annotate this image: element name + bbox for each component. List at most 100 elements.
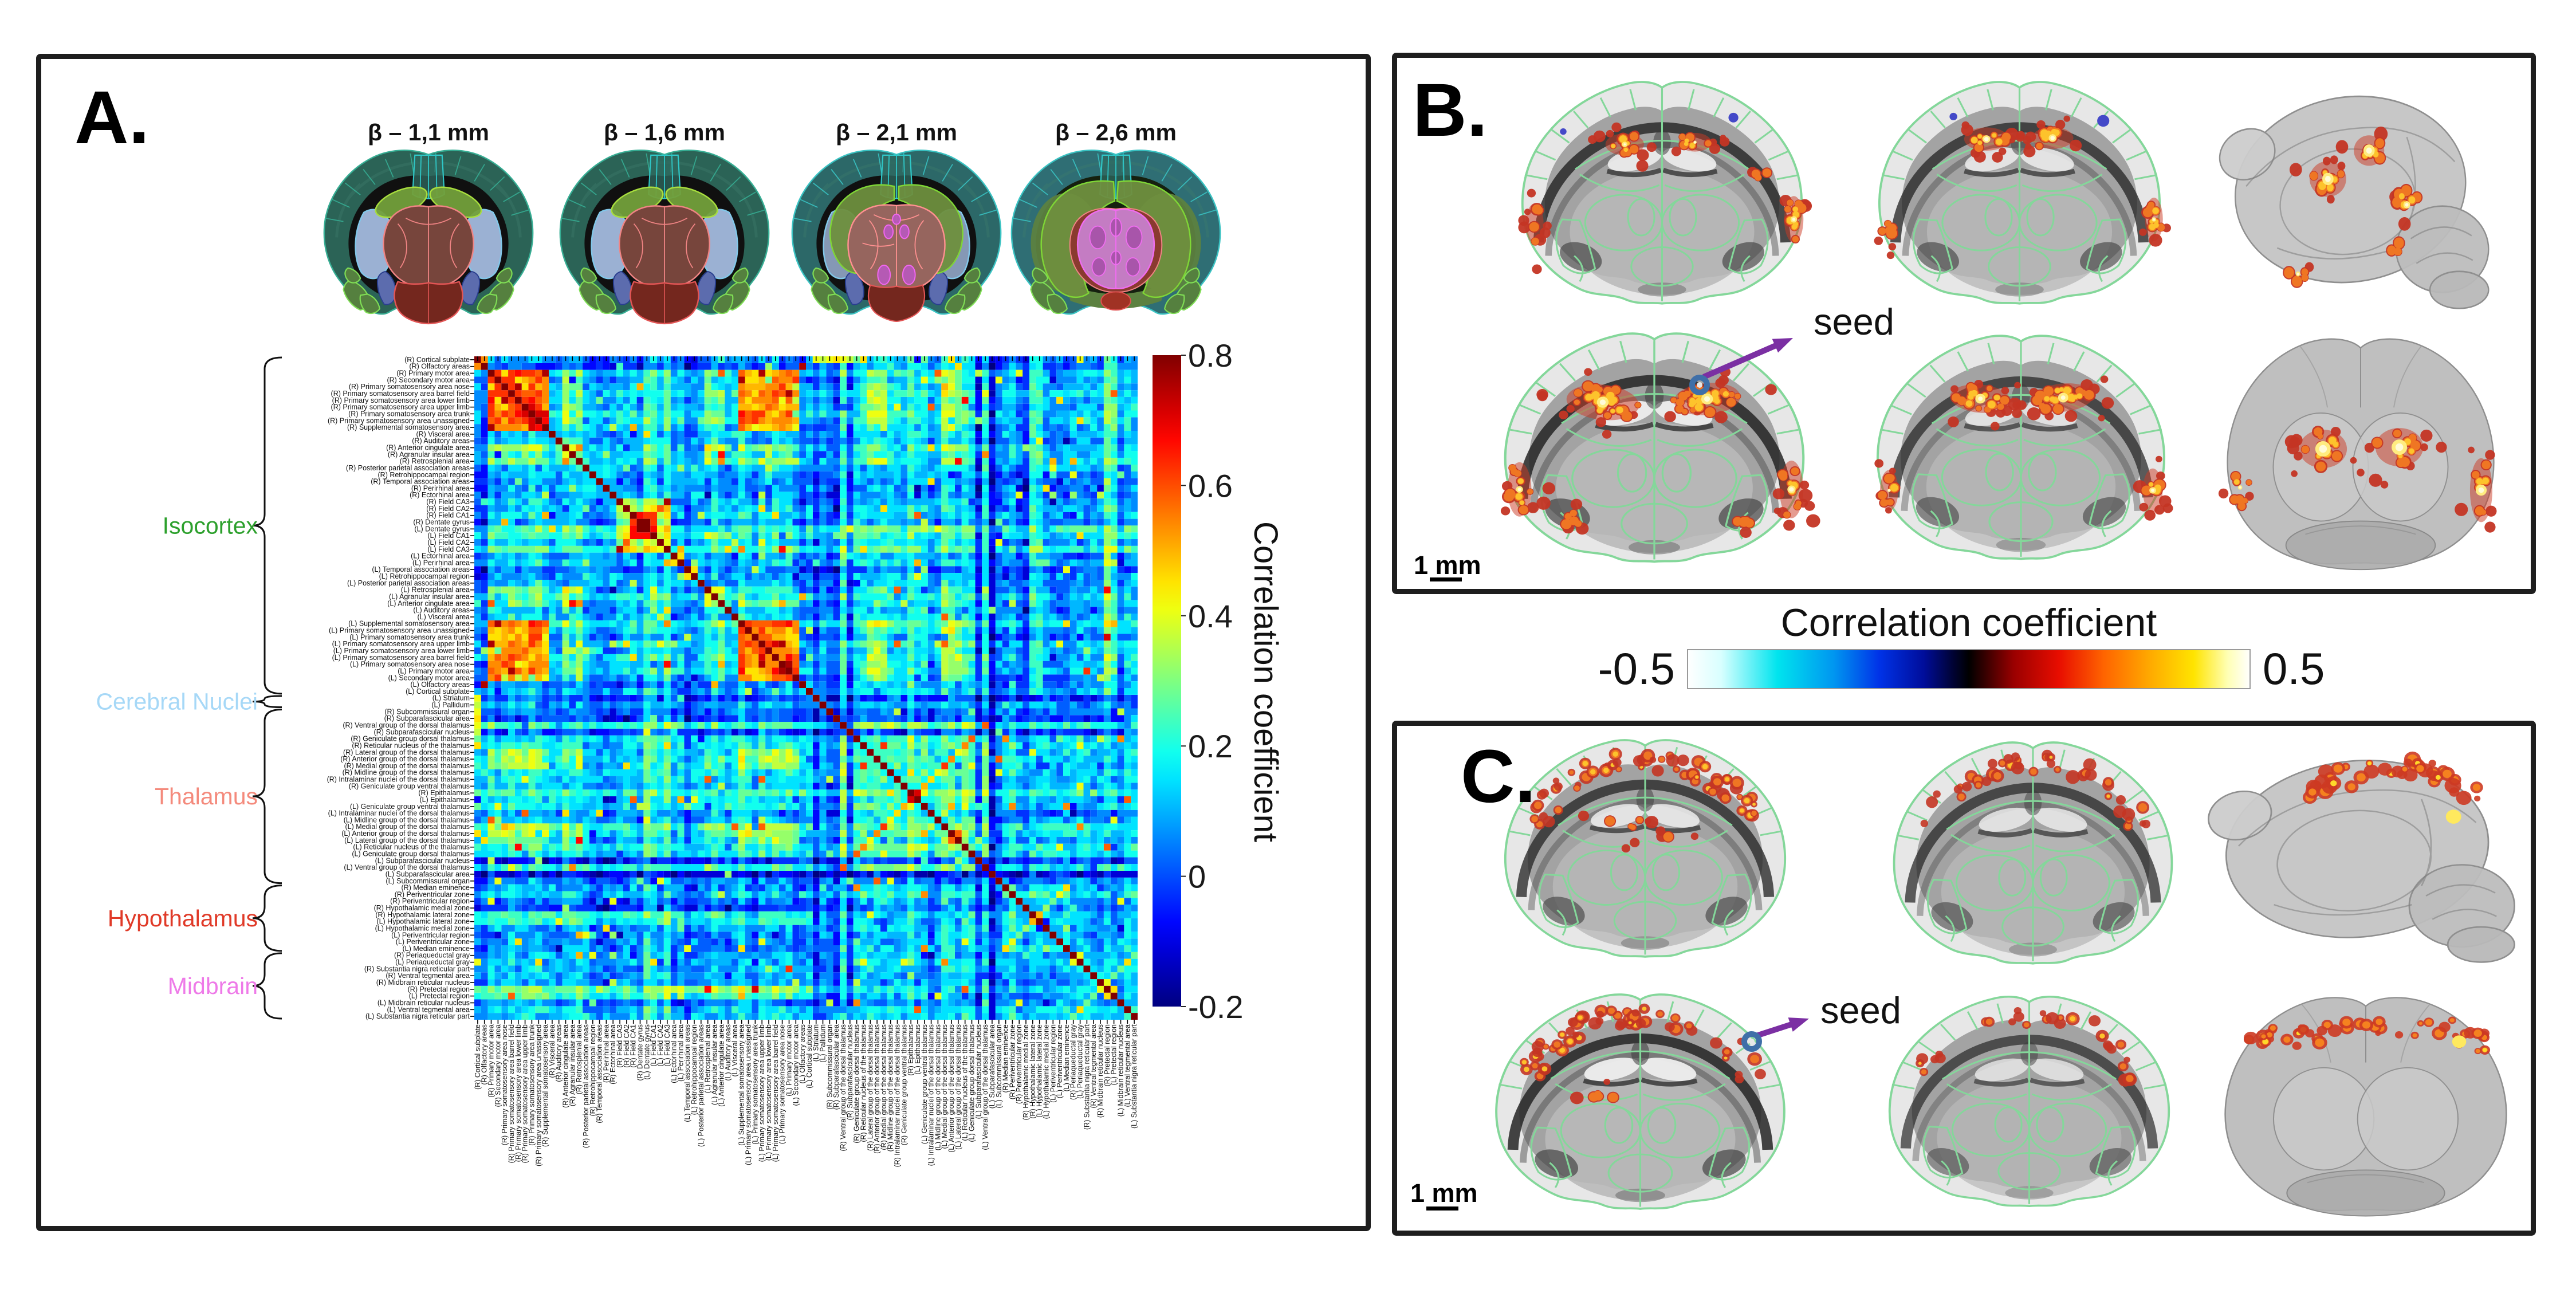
- svg-text:(L) Field CA2: (L) Field CA2: [656, 1024, 664, 1067]
- svg-text:(L) Anterior cingulate area: (L) Anterior cingulate area: [717, 1024, 725, 1107]
- svg-text:(L) Secondary motor area: (L) Secondary motor area: [388, 674, 470, 682]
- svg-text:(L) Subparafascicular nucleus: (L) Subparafascicular nucleus: [375, 856, 470, 864]
- svg-text:(R) Periventricular zone: (R) Periventricular zone: [1008, 1024, 1016, 1099]
- svg-text:(R) Periventricular zone: (R) Periventricular zone: [395, 890, 470, 898]
- svg-text:(R) Retrosplenial area: (R) Retrosplenial area: [575, 1024, 583, 1094]
- svg-text:(R) Primary somatosensory area: (R) Primary somatosensory area lower lim…: [332, 396, 470, 404]
- svg-text:(R) Intralaminar nuclei of the: (R) Intralaminar nuclei of the dorsal th…: [894, 1024, 902, 1167]
- svg-text:(R) Substantia nigra reticula: (R) Substantia nigra reticular part: [1083, 1024, 1091, 1130]
- svg-text:(R) Hypothalamic medial zone: (R) Hypothalamic medial zone: [374, 904, 470, 912]
- svg-text:(L) Perirhinal area: (L) Perirhinal area: [412, 559, 470, 567]
- svg-text:Hypothalamus: Hypothalamus: [108, 905, 258, 932]
- svg-text:Cerebral Nuclei: Cerebral Nuclei: [96, 689, 258, 715]
- svg-text:(L) Supplemental somatosensory: (L) Supplemental somatosensory area: [738, 1024, 746, 1146]
- svg-text:(R) Subparafascicular nucleus: (R) Subparafascicular nucleus: [846, 1024, 854, 1120]
- svg-text:(L) Field CA3: (L) Field CA3: [663, 1024, 671, 1067]
- svg-text:Midbrain: Midbrain: [168, 973, 258, 999]
- svg-text:(R) Dentate gyrus: (R) Dentate gyrus: [413, 518, 470, 526]
- svg-text:(R) Auditory areas: (R) Auditory areas: [412, 437, 470, 445]
- svg-text:(L) Dentate gyrus: (L) Dentate gyrus: [643, 1024, 651, 1080]
- svg-text:(R) Posterior parietal associa: (R) Posterior parietal association areas: [582, 1024, 590, 1148]
- svg-text:(L) Epithalamus: (L) Epithalamus: [914, 1024, 922, 1075]
- svg-text:(L) Retrohippocampal region: (L) Retrohippocampal region: [379, 572, 470, 580]
- svg-text:(R) Auditory areas: (R) Auditory areas: [555, 1024, 563, 1082]
- svg-text:(L) Lateral group of the dorsa: (L) Lateral group of the dorsal thalamus: [954, 1024, 962, 1150]
- svg-text:(L) Primary somatosensory area: (L) Primary somatosensory area barrel fi…: [332, 654, 470, 662]
- svg-text:(R) Primary motor area: (R) Primary motor area: [396, 370, 470, 378]
- svg-text:(L) Field CA2: (L) Field CA2: [427, 539, 470, 547]
- svg-text:(R) Supplemental somatosensory: (R) Supplemental somatosensory area: [347, 423, 470, 431]
- svg-text:(L) Striatum: (L) Striatum: [812, 1024, 820, 1062]
- svg-text:(R) Ectorhinal area: (R) Ectorhinal area: [410, 491, 470, 499]
- svg-text:1 mm: 1 mm: [1414, 551, 1481, 580]
- svg-text:(R) Medial group of the dorsal: (R) Medial group of the dorsal thalamus: [880, 1024, 888, 1150]
- svg-text:-0.2: -0.2: [1188, 989, 1244, 1025]
- svg-text:(L) Retrosplenial area: (L) Retrosplenial area: [704, 1024, 712, 1093]
- svg-text:(R) Geniculate group dorsal t: (R) Geniculate group dorsal thalamus: [351, 735, 470, 743]
- svg-text:(L) Median eminence: (L) Median eminence: [403, 945, 470, 953]
- svg-text:(R) Ventral group of the dorsa: (R) Ventral group of the dorsal thalamus: [343, 721, 470, 729]
- svg-text:(R) Secondary motor area: (R) Secondary motor area: [494, 1024, 502, 1107]
- svg-text:seed: seed: [1814, 301, 1894, 343]
- svg-text:(L) Primary somatosensory area: (L) Primary somatosensory area upper lim…: [332, 640, 470, 648]
- svg-text:(L) Secondary motor area: (L) Secondary motor area: [792, 1024, 800, 1106]
- svg-text:(R) Ectorhinal area: (R) Ectorhinal area: [609, 1024, 617, 1084]
- svg-text:seed: seed: [1820, 989, 1901, 1031]
- svg-text:(L) Median eminence: (L) Median eminence: [1063, 1024, 1071, 1091]
- svg-text:(L) Temporal association areas: (L) Temporal association areas: [683, 1024, 691, 1122]
- svg-text:(L) Pallidum: (L) Pallidum: [819, 1024, 827, 1063]
- svg-text:(R) Reticular nucleus of the t: (R) Reticular nucleus of the thalamus: [352, 741, 470, 749]
- svg-text:0.8: 0.8: [1188, 337, 1233, 374]
- svg-text:0: 0: [1188, 859, 1206, 895]
- svg-text:Thalamus: Thalamus: [155, 783, 258, 809]
- svg-text:(L) Perirhinal area: (L) Perirhinal area: [677, 1024, 685, 1082]
- svg-text:(R) Primary somatosensory area: (R) Primary somatosensory area unassigne…: [534, 1024, 542, 1166]
- svg-text:(L) Periaqueductal gray: (L) Periaqueductal gray: [1076, 1024, 1084, 1099]
- svg-text:(R) Posterior parietal associa: (R) Posterior parietal association areas: [346, 464, 470, 472]
- svg-text:(L) Geniculate group dorsal t: (L) Geniculate group dorsal thalamus: [352, 850, 470, 858]
- svg-text:(R) Hypothalamic lateral zone: (R) Hypothalamic lateral zone: [1029, 1024, 1037, 1119]
- svg-text:(L) Subparafascicular area: (L) Subparafascicular area: [988, 1024, 996, 1109]
- svg-text:0.4: 0.4: [1188, 598, 1233, 634]
- svg-text:(R) Periaqueductal gray: (R) Periaqueductal gray: [1069, 1024, 1077, 1100]
- svg-text:(R) Periventricular region: (R) Periventricular region: [1015, 1024, 1023, 1104]
- svg-text:(R) Primary somatosensory area: (R) Primary somatosensory area unassigne…: [328, 416, 470, 425]
- svg-text:(L) Geniculate group ventral: (L) Geniculate group ventral thalamus: [350, 803, 470, 811]
- svg-text:(L) Substantia nigra reticula: (L) Substantia nigra reticular part: [1130, 1024, 1138, 1129]
- svg-text:(R) Hypothalamic lateral zone: (R) Hypothalamic lateral zone: [375, 911, 470, 919]
- svg-text:A.: A.: [74, 75, 150, 159]
- svg-text:(R) Field CA1: (R) Field CA1: [426, 512, 470, 520]
- svg-text:(L) Geniculate group ventral: (L) Geniculate group ventral thalamus: [921, 1024, 929, 1144]
- svg-text:(L) Primary somatosensory area: (L) Primary somatosensory area lower lim…: [765, 1024, 773, 1161]
- svg-text:(L) Primary somatosensory area: (L) Primary somatosensory area upper lim…: [758, 1024, 766, 1162]
- svg-text:(R) Geniculate group dorsal t: (R) Geniculate group dorsal thalamus: [853, 1024, 861, 1143]
- svg-text:(R) Primary somatosensory area: (R) Primary somatosensory area lower lim…: [514, 1024, 522, 1162]
- svg-text:(L) Midline group of the dorsa: (L) Midline group of the dorsal thalamus: [344, 816, 470, 824]
- svg-text:(R) Anterior group of the dors: (R) Anterior group of the dorsal thalamu…: [340, 755, 470, 763]
- svg-text:(R) Field CA3: (R) Field CA3: [616, 1024, 624, 1068]
- svg-text:(L) Subparafascicular area: (L) Subparafascicular area: [386, 870, 470, 878]
- svg-text:(R) Cortical subplate: (R) Cortical subplate: [474, 1024, 482, 1090]
- svg-text:(R) Retrohippocampal region: (R) Retrohippocampal region: [589, 1024, 597, 1117]
- svg-text:(L) Reticular nucleus of the t: (L) Reticular nucleus of the thalamus: [353, 843, 470, 851]
- svg-text:(L) Ventral tegmental area: (L) Ventral tegmental area: [1123, 1024, 1131, 1107]
- svg-text:(L) Pretectal region: (L) Pretectal region: [409, 992, 470, 1000]
- svg-text:0.5: 0.5: [2263, 643, 2325, 694]
- svg-text:(R) Lateral group of the dorsa: (R) Lateral group of the dorsal thalamus: [343, 748, 470, 756]
- svg-text:(L) Ectorhinal area: (L) Ectorhinal area: [670, 1024, 678, 1083]
- svg-text:(L) Cortical subplate: (L) Cortical subplate: [805, 1024, 813, 1088]
- svg-text:(L) Hypothalamic lateral zone: (L) Hypothalamic lateral zone: [1036, 1024, 1044, 1118]
- svg-text:(R) Midline group of the dorsa: (R) Midline group of the dorsal thalamus: [887, 1024, 895, 1151]
- svg-text:(R) Ventral tegmental area: (R) Ventral tegmental area: [1090, 1024, 1098, 1109]
- svg-text:(R) Secondary motor area: (R) Secondary motor area: [387, 376, 470, 384]
- svg-text:(L) Anterior group of the dors: (L) Anterior group of the dorsal thalamu…: [947, 1024, 955, 1153]
- svg-text:(R) Supplemental somatosensory: (R) Supplemental somatosensory area: [541, 1024, 549, 1147]
- svg-text:(L) Primary somatosensory area: (L) Primary somatosensory area barrel fi…: [772, 1024, 780, 1162]
- svg-text:(R) Retrohippocampal region: (R) Retrohippocampal region: [378, 471, 470, 479]
- svg-text:β – 2,1 mm: β – 2,1 mm: [836, 119, 957, 146]
- svg-text:B.: B.: [1413, 68, 1488, 152]
- svg-text:(R) Pretectal region: (R) Pretectal region: [1103, 1024, 1111, 1086]
- svg-text:(R) Midbrain reticular nucleus: (R) Midbrain reticular nucleus: [1096, 1024, 1104, 1118]
- svg-text:(L) Midline group of the dorsa: (L) Midline group of the dorsal thalamus: [934, 1024, 942, 1150]
- svg-text:(L) Temporal association areas: (L) Temporal association areas: [372, 565, 470, 573]
